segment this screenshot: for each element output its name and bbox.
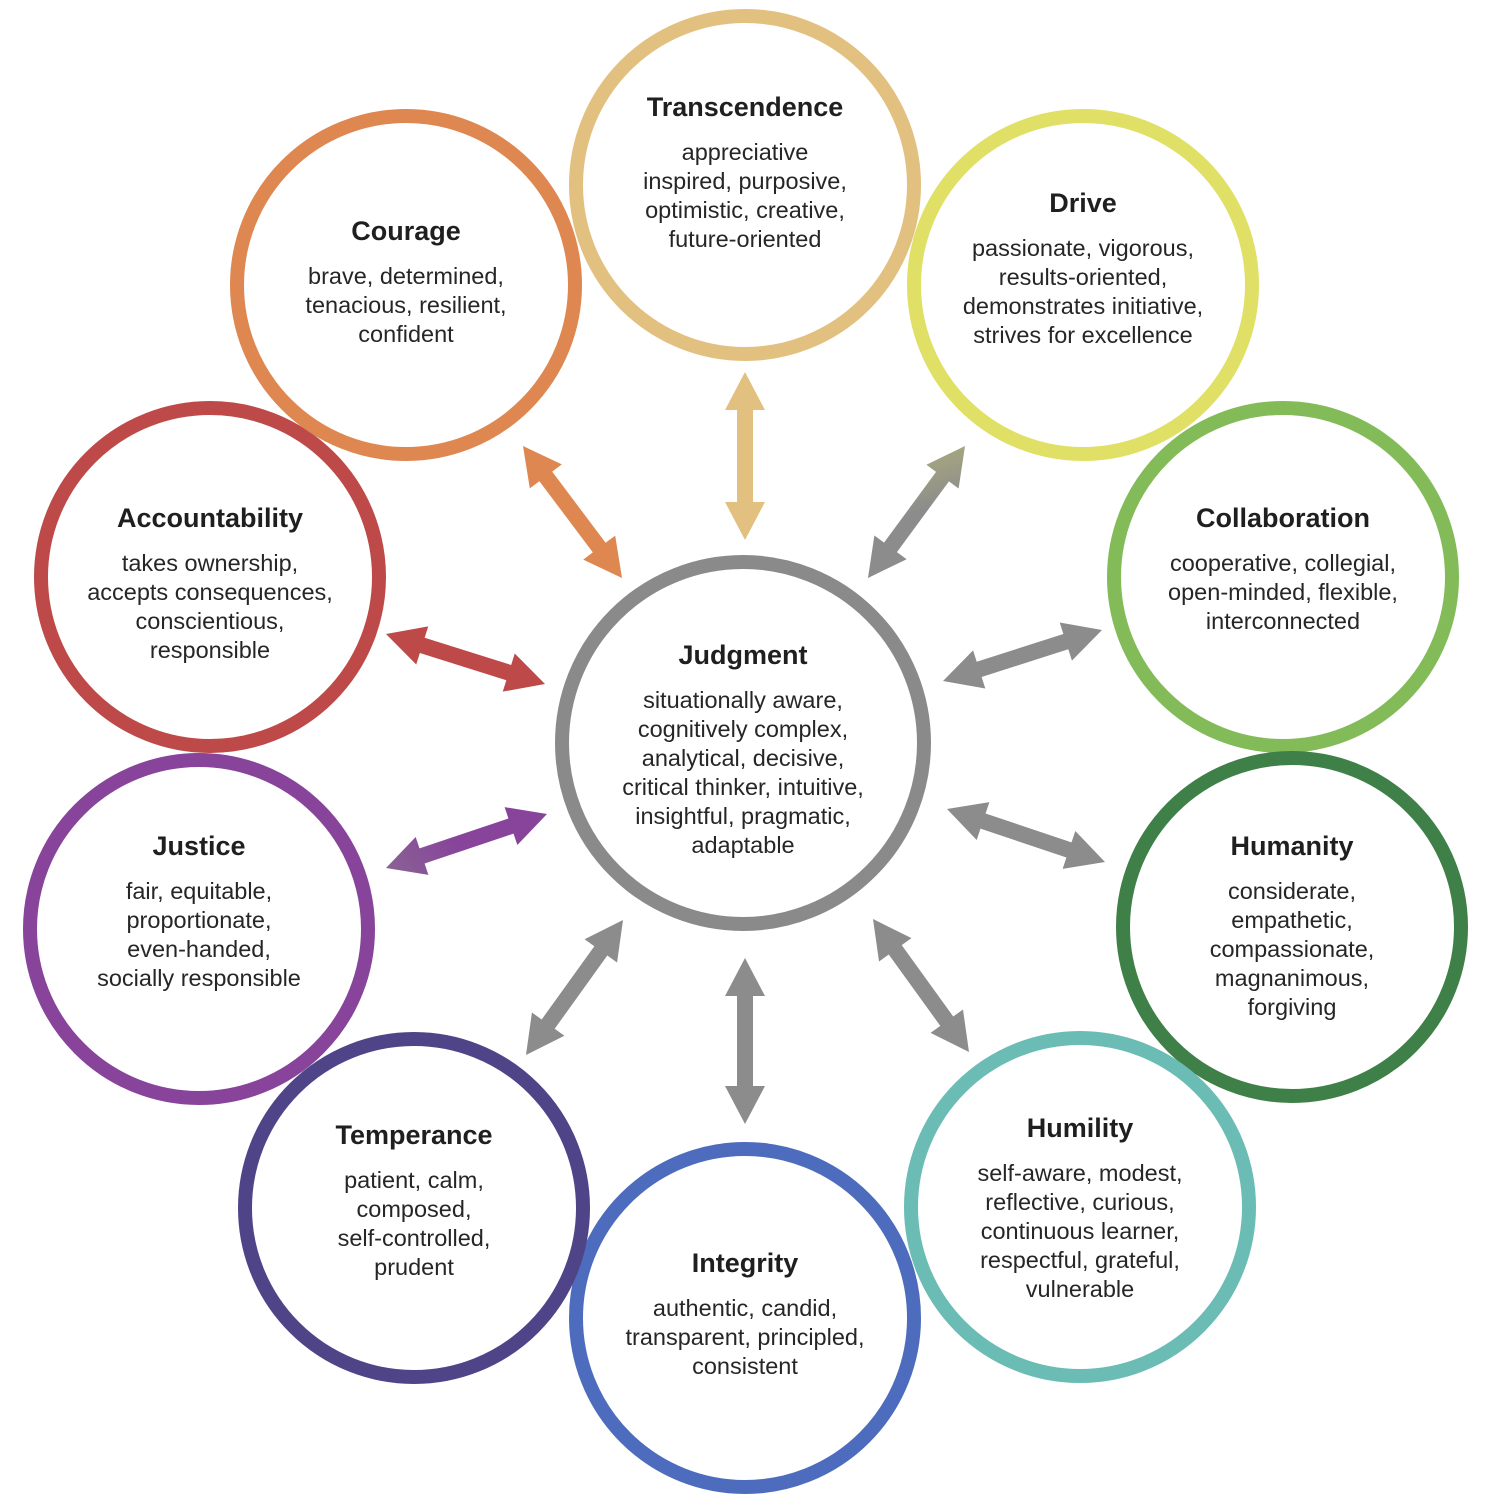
collaboration-trait-line: cooperative, collegial, — [1169, 550, 1396, 576]
temperance-trait-line: prudent — [374, 1254, 454, 1280]
humility-title: Humility — [1026, 1113, 1134, 1143]
collaboration-double-arrow — [943, 622, 1102, 689]
humanity-trait-line: magnanimous, — [1214, 965, 1370, 991]
courage-trait-line: tenacious, resilient, — [305, 292, 507, 318]
judgment-trait-line: adaptable — [691, 832, 795, 858]
justice-title: Justice — [152, 831, 246, 861]
accountability-trait-line: responsible — [149, 637, 271, 663]
humility-trait-line: reflective, curious, — [985, 1189, 1175, 1215]
accountability-label: Accountability takes ownership, accepts co… — [87, 501, 333, 665]
humanity-trait-line: empathetic, — [1231, 907, 1353, 933]
temperance-trait-line: patient, calm, — [344, 1167, 484, 1193]
humility-double-arrow — [873, 919, 970, 1052]
accountability-double-arrow — [386, 626, 545, 692]
justice-trait-line: fair, equitable, — [125, 878, 273, 904]
drive-trait-line: demonstrates initiative, — [962, 293, 1204, 319]
transcendence-trait-line: future-oriented — [668, 226, 822, 252]
humility-trait-line: respectful, grateful, — [980, 1247, 1180, 1273]
integrity-double-arrow — [725, 958, 765, 1124]
drive-trait-line: strives for excellence — [973, 322, 1193, 348]
transcendence-title: Transcendence — [646, 92, 844, 122]
collaboration-trait-line: interconnected — [1205, 608, 1361, 634]
judgment-trait-line: critical thinker, intuitive, — [622, 774, 864, 800]
accountability-trait-line: takes ownership, — [121, 550, 299, 576]
temperance-title: Temperance — [335, 1120, 493, 1150]
courage-label: Courage brave, determined, tenacious, resi… — [305, 214, 506, 349]
drive-label: Drive passionate, vigorous, results-orient… — [963, 186, 1203, 350]
justice-trait-line: socially responsible — [97, 965, 301, 991]
judgment-trait-line: cognitively complex, — [637, 716, 849, 742]
humility-trait-line: self-aware, modest, — [977, 1160, 1183, 1186]
courage-trait-line: brave, determined, — [308, 263, 504, 289]
integrity-label: Integrity authentic, candid, transparent, … — [625, 1246, 864, 1381]
transcendence-trait-line: optimistic, creative, — [645, 197, 845, 223]
justice-label: Justice fair, equitable, proportionate, eve… — [97, 829, 301, 993]
humanity-trait-line: considerate, — [1227, 878, 1357, 904]
justice-trait-line: even-handed, — [127, 936, 271, 962]
transcendence-trait-line: inspired, purposive, — [643, 168, 847, 194]
humanity-trait-line: compassionate, — [1209, 936, 1375, 962]
humility-label: Humility self-aware, modest, reflective, c… — [977, 1111, 1182, 1304]
judgment-trait-line: insightful, pragmatic, — [635, 803, 851, 829]
accountability-trait-line: accepts consequences, — [87, 579, 333, 605]
transcendence-double-arrow — [725, 372, 765, 540]
judgment-trait-line: situationally aware, — [643, 687, 843, 713]
collaboration-trait-line: open-minded, flexible, — [1168, 579, 1398, 605]
integrity-trait-line: authentic, candid, — [652, 1295, 838, 1321]
drive-trait-line: passionate, vigorous, — [971, 235, 1195, 261]
humanity-double-arrow — [947, 802, 1105, 869]
courage-double-arrow — [523, 445, 622, 578]
humility-trait-line: vulnerable — [1025, 1276, 1135, 1302]
humility-circle — [904, 1031, 1256, 1383]
transcendence-trait-line: appreciative — [681, 139, 809, 165]
integrity-title: Integrity — [691, 1248, 799, 1278]
drive-trait-line: results-oriented, — [998, 264, 1168, 290]
temperance-double-arrow — [526, 920, 623, 1055]
judgment-title: Judgment — [678, 640, 808, 670]
justice-double-arrow — [385, 807, 547, 875]
drive-double-arrow — [868, 445, 965, 578]
accountability-trait-line: conscientious, — [135, 608, 285, 634]
integrity-trait-line: consistent — [692, 1353, 798, 1379]
humanity-label: Humanity considerate, empathetic, compassio… — [1210, 829, 1375, 1022]
drive-title: Drive — [1049, 188, 1117, 218]
temperance-trait-line: composed, — [356, 1196, 472, 1222]
collaboration-title: Collaboration — [1195, 503, 1370, 533]
temperance-label: Temperance patient, calm, composed, self-co… — [335, 1118, 492, 1282]
drive-circle — [907, 109, 1259, 461]
collaboration-label: Collaboration cooperative, collegial, open… — [1168, 501, 1398, 636]
accountability-title: Accountability — [116, 503, 304, 533]
integrity-trait-line: transparent, principled, — [625, 1324, 865, 1350]
transcendence-label: Transcendence appreciative inspired, purpo… — [643, 90, 847, 254]
courage-trait-line: confident — [358, 321, 454, 347]
temperance-trait-line: self-controlled, — [337, 1225, 491, 1251]
judgment-trait-line: analytical, decisive, — [641, 745, 845, 771]
humanity-title: Humanity — [1230, 831, 1354, 861]
justice-trait-line: proportionate, — [126, 907, 272, 933]
humanity-trait-line: forgiving — [1247, 994, 1337, 1020]
humility-trait-line: continuous learner, — [980, 1218, 1180, 1244]
courage-title: Courage — [351, 216, 461, 246]
judgment-label: Judgment situationally aware, cognitively … — [622, 638, 864, 860]
